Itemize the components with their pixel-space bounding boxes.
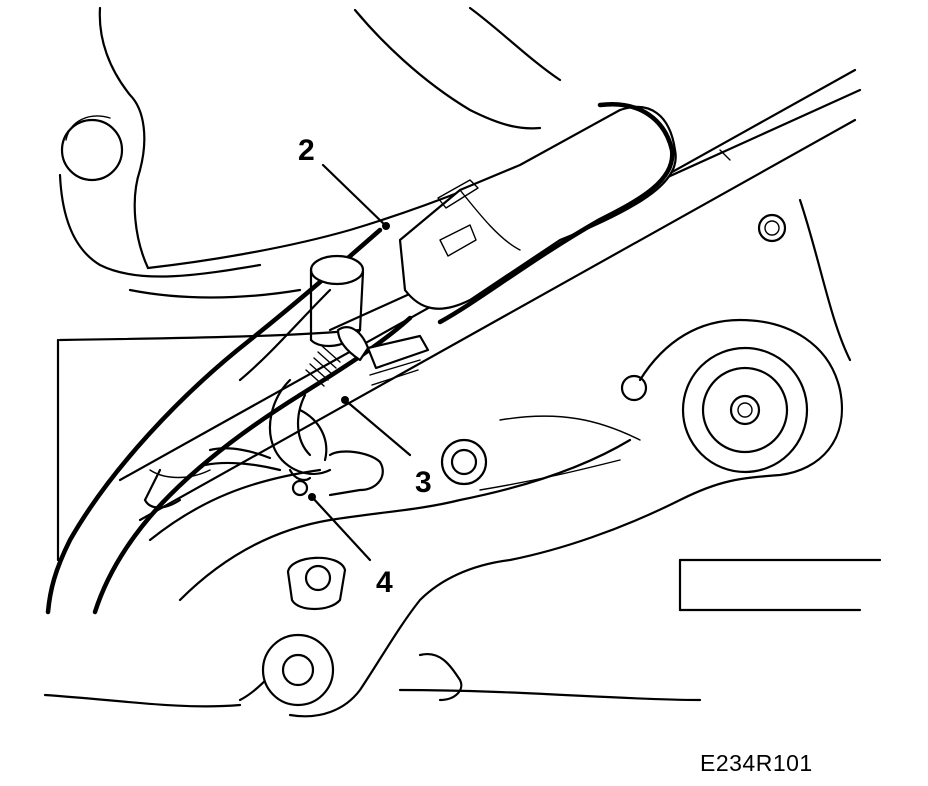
bolt-lower-2 — [261, 633, 335, 707]
leader-dot-2 — [382, 222, 390, 230]
bolt-small — [620, 374, 648, 402]
leader-dot-4 — [308, 493, 316, 501]
leader-dot-3 — [341, 396, 349, 404]
hose-fitting — [309, 254, 365, 347]
wire-clip — [203, 378, 332, 497]
reference-code: E234R101 — [700, 750, 813, 776]
cable-harness — [45, 101, 675, 615]
leader-line-4 — [310, 495, 372, 562]
bolt-top-right — [757, 213, 787, 243]
leader-line-3 — [343, 398, 412, 457]
leader-line-2 — [321, 163, 387, 227]
callout-label-3: 3 — [415, 466, 432, 499]
lower-frame — [43, 415, 882, 708]
bracket-slot — [143, 450, 384, 509]
bushing-large — [681, 346, 809, 474]
upper-housing — [58, 6, 562, 299]
bolt-lower-1 — [286, 556, 347, 611]
connector-plug — [305, 326, 430, 387]
bolt-center — [440, 438, 488, 486]
callout-label-4: 4 — [376, 566, 393, 599]
callout-label-2: 2 — [298, 134, 315, 167]
callout-leaders — [308, 163, 412, 562]
sensor-body — [398, 105, 677, 310]
